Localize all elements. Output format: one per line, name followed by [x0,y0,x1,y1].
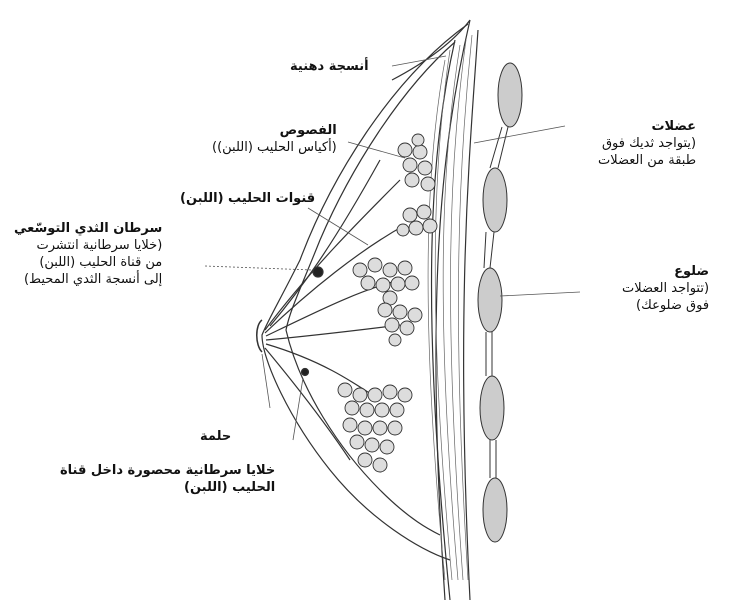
label-nipple: حلمة [200,428,231,445]
ribs-title: ضلوع [622,263,709,280]
fat-tissue-title: أنسجة دهنية [290,59,369,74]
dcis-mark [302,369,309,376]
milk-ducts-title: قنوات الحليب (اللبن) [180,191,315,206]
ribs-line-2: فوق ضلوعك) [622,297,709,314]
label-milk-ducts: قنوات الحليب (اللبن) [180,190,315,207]
nipple-title: حلمة [200,429,231,444]
muscles-title: عضلات [598,118,696,135]
label-ribs: ضلوع (تتواجد العضلات فوق ضلوعك) [622,263,709,314]
nipple [257,320,262,352]
muscles-line-2: طبقة من العضلات [598,152,696,169]
invasive-cancer-title: سرطان الثدي التوسّعي [14,220,162,237]
label-muscles: عضلات (يتواجد ثديك فوق طبقة من العضلات [598,118,696,169]
ribs-line-1: (تتواجد العضلات [622,280,709,297]
lobules [338,134,437,472]
invasive-tumor-mark [313,267,323,277]
label-lobes: الفصوص (أكياس الحليب (اللبن)) [212,122,337,156]
ribs [478,63,522,542]
dcis-line-2: الحليب (اللبن) [60,479,275,496]
invasive-cancer-line-1: (خلايا سرطانية انتشرت [14,237,162,254]
muscle-band-right [464,30,478,600]
dcis-line-1: خلايا سرطانية محصورة داخل قناة [60,462,275,479]
invasive-cancer-line-2: من قناة الحليب (اللبن) [14,254,162,271]
muscles-line-1: (يتواجد ثديك فوق [598,135,696,152]
lobes-subtitle: (أكياس الحليب (اللبن)) [212,139,337,156]
label-dcis: خلايا سرطانية محصورة داخل قناة الحليب (ا… [60,462,275,496]
lobes-title: الفصوص [212,122,337,139]
leader-lines [205,56,580,440]
label-fat-tissue: أنسجة دهنية [290,58,369,75]
label-invasive-cancer: سرطان الثدي التوسّعي (خلايا سرطانية انتش… [14,220,162,288]
invasive-cancer-line-3: إلى أنسجة الثدي المحيط) [14,271,162,288]
